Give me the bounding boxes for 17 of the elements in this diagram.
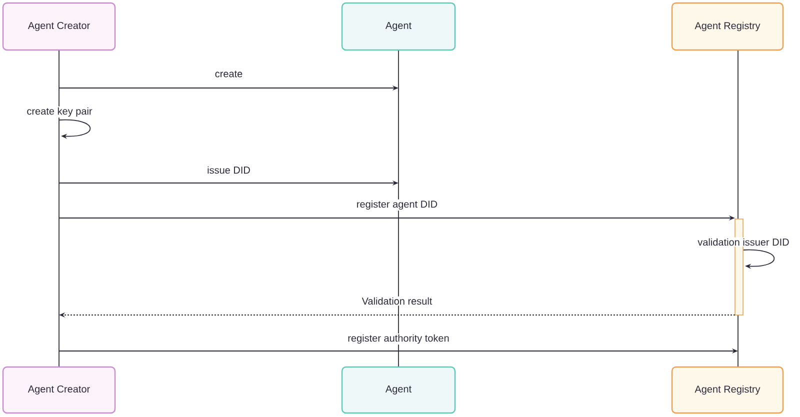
- lifeline: [58, 50, 60, 368]
- participant-box: Agent: [341, 366, 456, 414]
- self-message-arrow: [743, 249, 775, 269]
- participant-box: Agent Creator: [2, 366, 116, 414]
- edge-label: Validation result: [360, 296, 434, 306]
- edge-label: register agent DID: [355, 199, 439, 211]
- participant-box: Agent: [341, 2, 456, 51]
- lifeline: [398, 50, 399, 368]
- edge-label: issue DID: [206, 165, 252, 175]
- edge-label: create: [214, 70, 244, 78]
- participant-box: Agent Creator: [2, 2, 116, 51]
- participant-box: Agent Registry: [671, 2, 784, 51]
- edge-label: validation issuer DID: [696, 237, 790, 247]
- participant-box: Agent Registry: [671, 366, 784, 414]
- edge-label: create key pair: [26, 106, 94, 118]
- edge-label: register authority token: [346, 333, 450, 345]
- self-message-arrow: [59, 119, 91, 139]
